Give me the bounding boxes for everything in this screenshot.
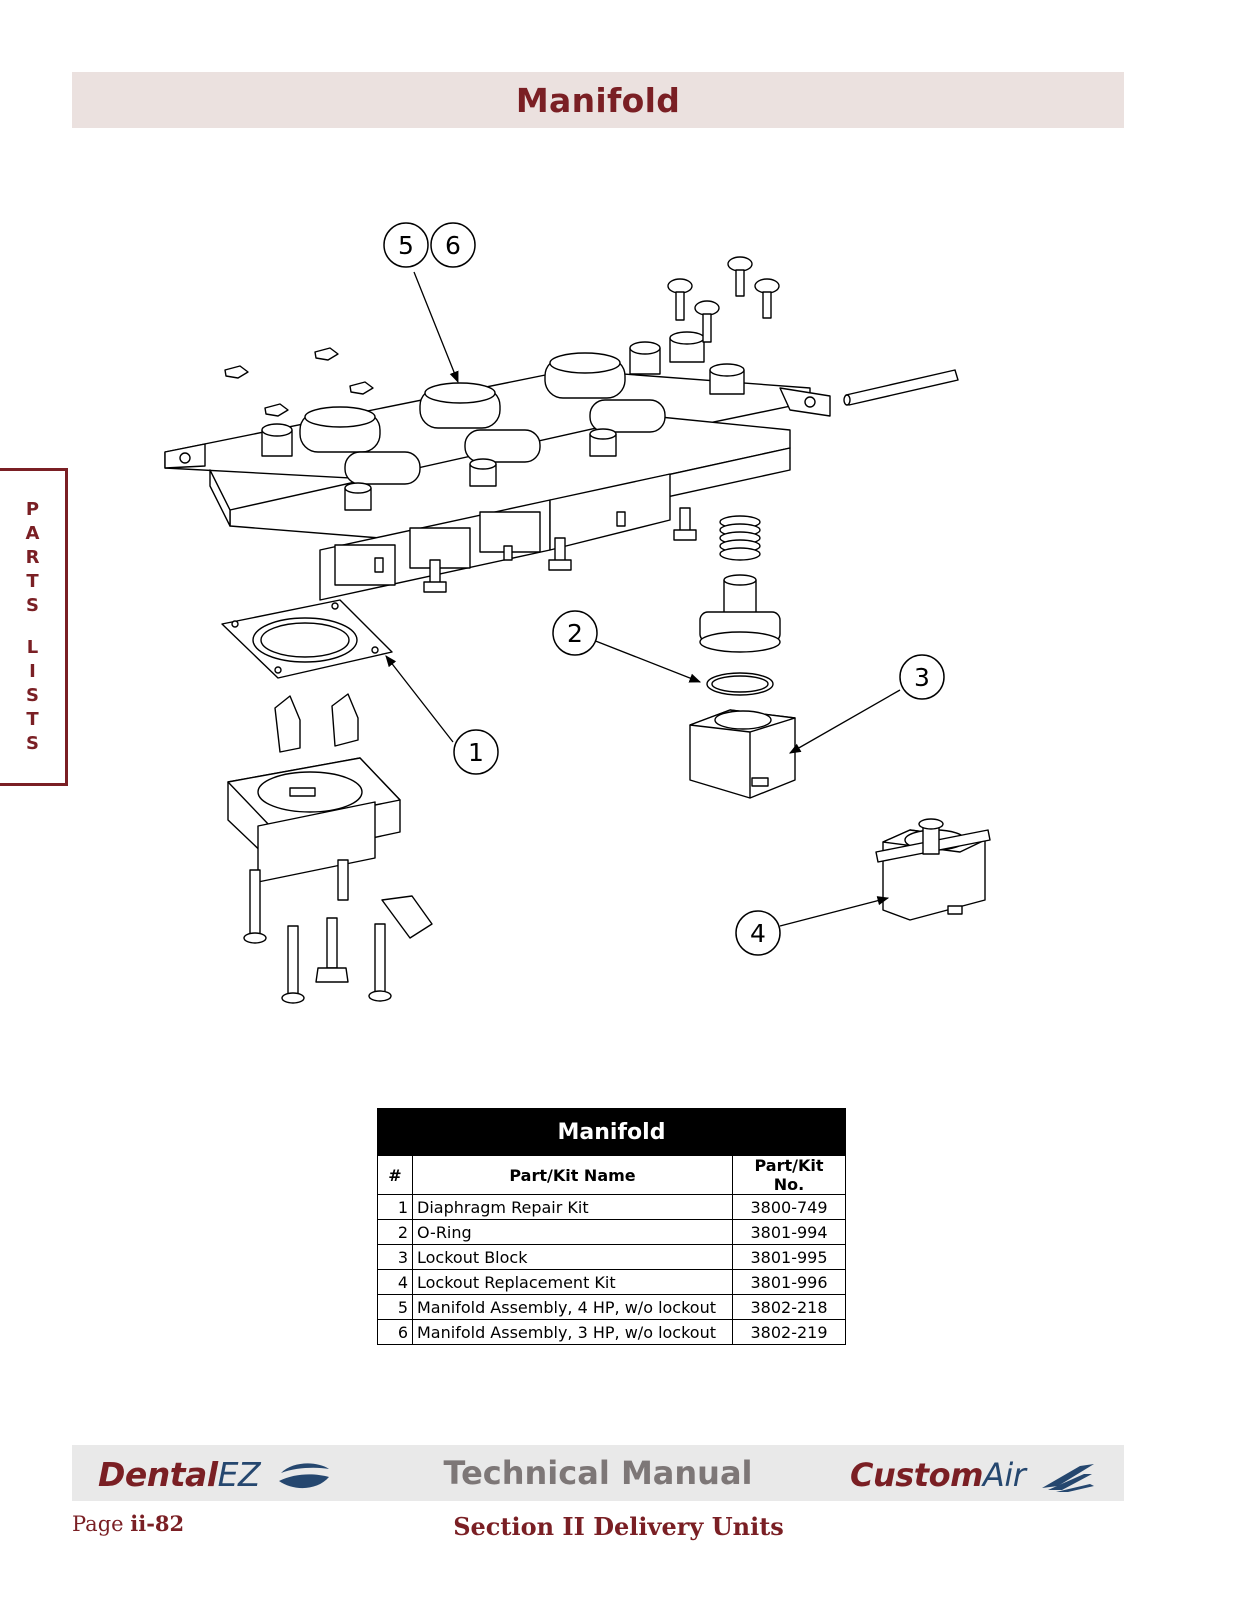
callout-label: 5 (398, 231, 414, 260)
row-number: 1 (377, 1194, 413, 1220)
parts-table: Manifold # Part/Kit Name Part/Kit No. 1 … (377, 1108, 846, 1345)
side-tab-letter: P (25, 499, 40, 520)
page-title: Manifold (515, 80, 681, 120)
row-number: 5 (377, 1294, 413, 1320)
callout-label: 1 (468, 738, 484, 767)
side-tab-letter: T (26, 571, 39, 592)
side-tab-letter: S (26, 595, 39, 616)
table-row: 6 Manifold Assembly, 3 HP, w/o lockout 3… (377, 1319, 846, 1345)
diaphragm-base (227, 693, 433, 1004)
row-number: 4 (377, 1269, 413, 1295)
page-number: Page ii-82 (72, 1511, 185, 1536)
lockout-block (689, 709, 796, 799)
part-number: 3801-996 (732, 1269, 846, 1295)
lockout-replacement-kit (875, 818, 991, 921)
table-row: 3 Lockout Block 3801-995 (377, 1244, 846, 1270)
customair-logo: CustomAir (850, 1456, 1096, 1494)
dentalez-logo: DentalEZ (98, 1455, 331, 1494)
side-tab-letter: R (25, 547, 40, 568)
row-number: 2 (377, 1219, 413, 1245)
part-number: 3801-995 (732, 1244, 846, 1270)
side-tab-letter: L (26, 637, 39, 658)
manual-title: Technical Manual (443, 1454, 753, 1492)
callout-label: 3 (914, 663, 930, 692)
part-number: 3802-218 (732, 1294, 846, 1320)
spring-plunger (699, 515, 781, 653)
part-number: 3801-994 (732, 1219, 846, 1245)
part-name: O-Ring (412, 1219, 733, 1245)
table-row: 5 Manifold Assembly, 4 HP, w/o lockout 3… (377, 1294, 846, 1320)
table-row: 2 O-Ring 3801-994 (377, 1219, 846, 1245)
section-label: Section II Delivery Units (453, 1512, 784, 1541)
table-caption: Manifold (377, 1108, 846, 1156)
part-name: Manifold Assembly, 3 HP, w/o lockout (412, 1319, 733, 1345)
row-number: 6 (377, 1319, 413, 1345)
side-tab-letter: A (25, 523, 40, 544)
side-tab-letter: T (26, 709, 39, 730)
row-number: 3 (377, 1244, 413, 1270)
customair-wing-icon (1042, 1464, 1094, 1492)
o-ring (706, 672, 774, 696)
column-header-part-no: Part/Kit No. (732, 1155, 846, 1195)
table-row: 4 Lockout Replacement Kit 3801-996 (377, 1269, 846, 1295)
page-title-bar: Manifold (72, 72, 1124, 128)
callout-label: 6 (445, 231, 461, 260)
callout-label: 4 (750, 919, 766, 948)
dentalez-swoosh-icon (279, 1462, 330, 1488)
diaphragm (221, 599, 393, 679)
part-name: Lockout Replacement Kit (412, 1269, 733, 1295)
part-name: Lockout Block (412, 1244, 733, 1270)
manifold-exploded-diagram: 5 6 2 3 1 4 (164, 222, 991, 1004)
column-header-num: # (377, 1155, 413, 1195)
part-number: 3800-749 (732, 1194, 846, 1220)
column-header-name: Part/Kit Name (412, 1155, 733, 1195)
part-number: 3802-219 (732, 1319, 846, 1345)
side-tab-letter: S (26, 733, 39, 754)
part-name: Diaphragm Repair Kit (412, 1194, 733, 1220)
footer-bar: DentalEZ Technical Manual CustomAir (72, 1445, 1124, 1501)
callout-label: 2 (567, 619, 583, 648)
part-name: Manifold Assembly, 4 HP, w/o lockout (412, 1294, 733, 1320)
table-row: 1 Diaphragm Repair Kit 3800-749 (377, 1194, 846, 1220)
side-tab-letter: S (26, 685, 39, 706)
side-tab-letter: I (29, 661, 36, 682)
manifold-assembly (164, 256, 959, 601)
